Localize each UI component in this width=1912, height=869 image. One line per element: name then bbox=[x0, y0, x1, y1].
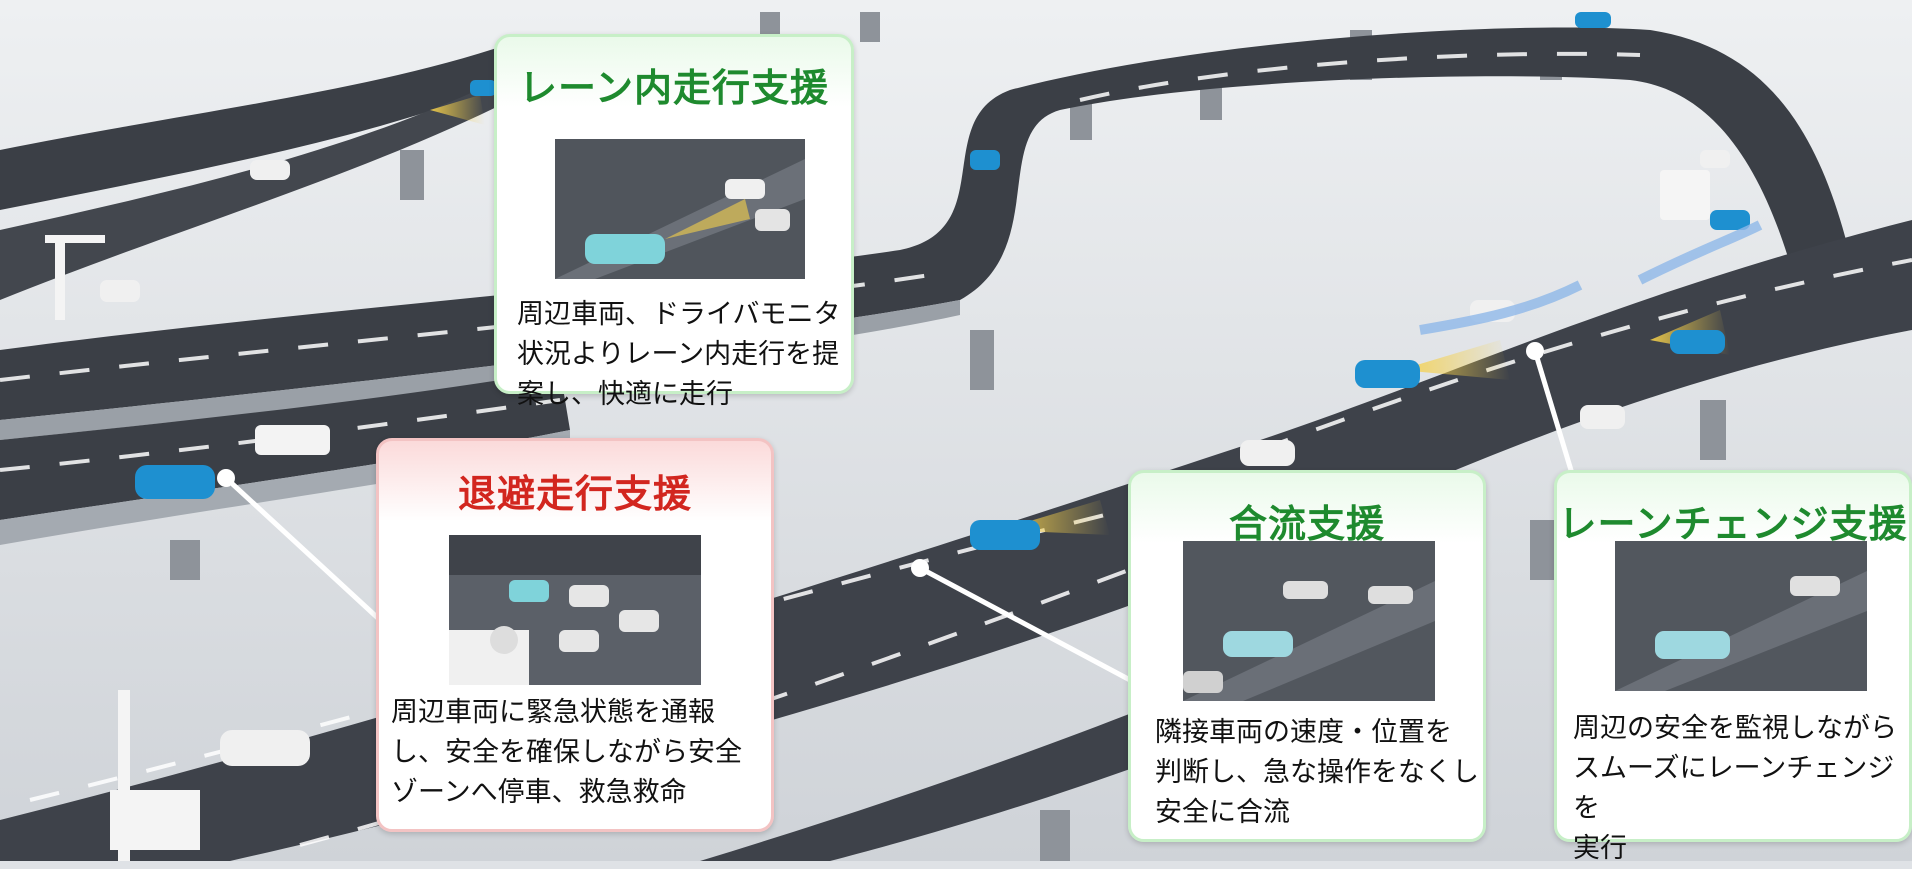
road-upper-curve bbox=[0, 27, 1860, 420]
thumbnail-image bbox=[1615, 541, 1867, 691]
callout-description: 隣接車両の速度・位置を 判断し、急な操作をなくし 安全に合流 bbox=[1155, 717, 1479, 828]
callout-merge: 合流支援 隣接車両の速度・位置を 判断し、急な操作をなくし 安全に合流 bbox=[1128, 470, 1486, 842]
callout-description: 周辺の安全を監視しながら スムーズにレーンチェンジを 実行 bbox=[1573, 713, 1897, 864]
callout-lane-change: レーンチェンジ支援 周辺の安全を監視しながら スムーズにレーンチェンジを 実行 bbox=[1554, 470, 1912, 864]
ramp-upper-left bbox=[0, 40, 560, 210]
callout-title: 退避走行支援 bbox=[457, 472, 692, 516]
cars bbox=[100, 12, 1750, 766]
callout-description: 周辺車両に緊急状態を通報 し、安全を確保しながら安全 ゾーンへ停車、救急救命 bbox=[391, 697, 742, 808]
callout-title: レーンチェンジ支援 bbox=[1558, 502, 1908, 546]
thumbnail-image bbox=[449, 535, 701, 685]
thumbnail-image bbox=[1183, 541, 1435, 701]
thumbnail-image bbox=[555, 139, 805, 279]
flow-arrows bbox=[1419, 220, 1763, 335]
callout-description: 周辺車両、ドライバモニタ 状況よりレーン内走行を提 案し、快適に走行 bbox=[517, 299, 841, 410]
callout-title: 合流支援 bbox=[1228, 502, 1385, 546]
callout-lane-keep: レーン内走行支援 周辺車両、ドライバモニタ 状況よりレーン内走行を提 案し、快適… bbox=[494, 34, 854, 410]
gantry bbox=[45, 235, 200, 861]
callout-evacuation: 退避走行支援 周辺車両に緊急状態を通報 し、安全を確保しながら安全 ゾーンへ停車… bbox=[376, 438, 774, 832]
connector-dots bbox=[217, 342, 1544, 577]
callout-title: レーン内走行支援 bbox=[518, 66, 830, 110]
